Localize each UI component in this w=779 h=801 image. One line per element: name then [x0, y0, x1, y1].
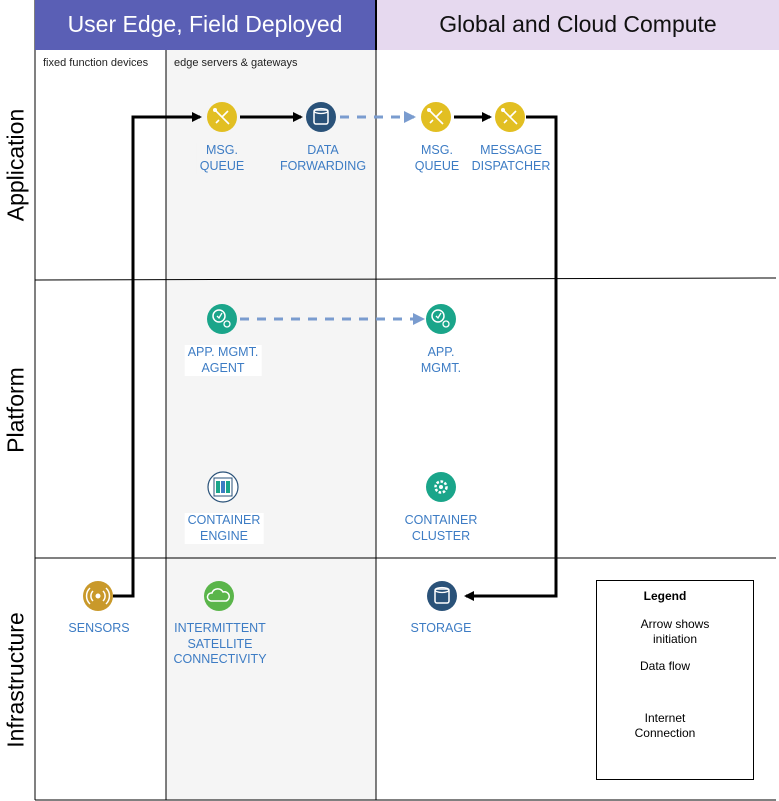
data-forwarding-database-icon [306, 102, 336, 132]
msg-queue-edge-label: MSG.QUEUE [196, 143, 248, 174]
app-mgmt-agent-icon [207, 304, 237, 334]
legend-title: Legend [643, 589, 687, 603]
message-dispatcher-icon [495, 102, 525, 132]
storage-label: STORAGE [407, 621, 475, 637]
sensors-icon [83, 581, 113, 611]
legend-data-flow-label: Data flow [639, 659, 691, 673]
cloud-header: Global and Cloud Compute [376, 0, 779, 50]
container-engine-icon [207, 471, 239, 503]
msg-queue-cloud-label: MSG.QUEUE [411, 143, 463, 174]
container-cluster-gear-icon [426, 472, 456, 502]
app-mgmt-icon [426, 304, 456, 334]
row-divider-1 [34, 277, 777, 281]
flow-dispatcher-to-storage [464, 115, 558, 601]
storage-database-icon [427, 581, 457, 611]
legend-box [596, 580, 754, 780]
sensors-label: SENSORS [65, 621, 133, 637]
flow-sensors-to-msg-queue [113, 112, 202, 598]
msg-queue-edge-icon [207, 102, 237, 132]
edge-servers-subheader: edge servers & gateways [174, 57, 298, 69]
edge-column-bg [166, 50, 376, 800]
fixed-devices-subheader: fixed function devices [43, 57, 149, 69]
app-mgmt-label: APP.MGMT. [417, 345, 465, 376]
edge-header: User Edge, Field Deployed [35, 0, 376, 50]
msg-queue-cloud-icon [421, 102, 451, 132]
satellite-cloud-icon [204, 581, 234, 611]
app-mgmt-agent-label: APP. MGMT.AGENT [184, 345, 262, 376]
